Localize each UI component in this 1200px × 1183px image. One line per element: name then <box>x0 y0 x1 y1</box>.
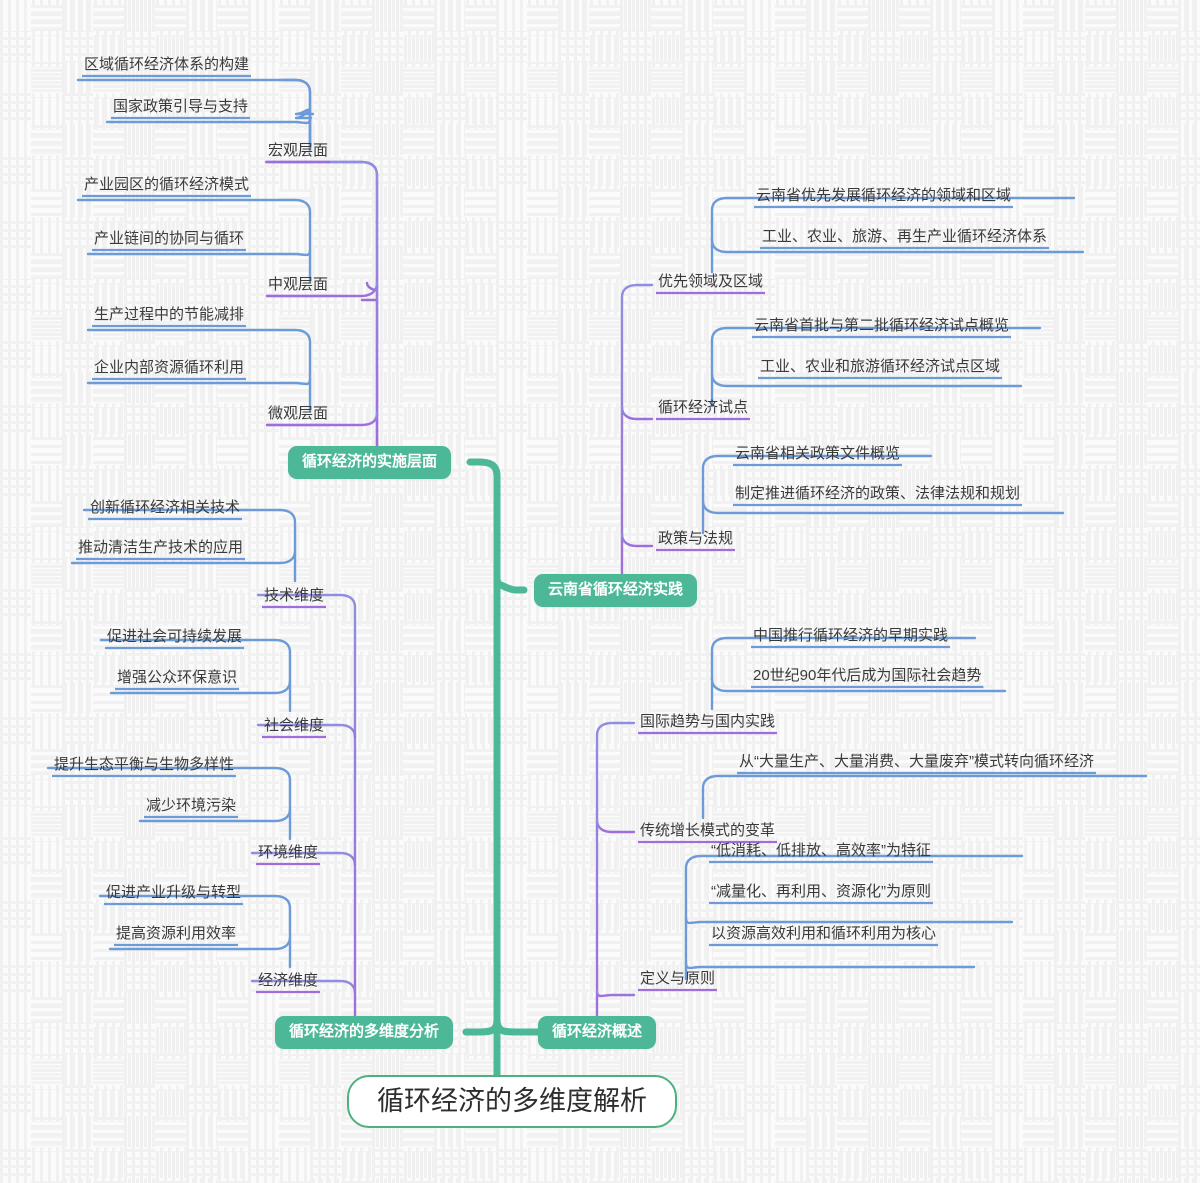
leaf-mass-production-shift[interactable]: 从“大量生产、大量消费、大量废弃”模式转向循环经济 <box>739 753 1094 770</box>
leaf-industry-agri-tourism-system[interactable]: 工业、农业、旅游、再生产业循环经济体系 <box>762 228 1048 245</box>
leaf-social-sustainable-development[interactable]: 促进社会可持续发展 <box>107 628 243 645</box>
leaf-yunnan-policy-docs[interactable]: 云南省相关政策文件概览 <box>735 445 901 462</box>
branch-node-multidimensional[interactable]: 循环经济的多维度分析 <box>275 1016 454 1049</box>
leaf-resource-efficiency[interactable]: 提高资源利用效率 <box>116 925 237 942</box>
topic-technology-dimension[interactable]: 技术维度 <box>264 587 325 604</box>
leaf-underlines <box>52 74 1096 994</box>
leaf-ecological-balance-biodiversity[interactable]: 提升生态平衡与生物多样性 <box>54 756 235 773</box>
leaf-innovate-technology[interactable]: 创新循环经济相关技术 <box>90 499 241 516</box>
leaf-clean-production-tech[interactable]: 推动清洁生产技术的应用 <box>78 539 244 556</box>
topic-environment-dimension[interactable]: 环境维度 <box>258 844 319 861</box>
topic-international-trend[interactable]: 国际趋势与国内实践 <box>640 713 776 730</box>
leaf-policy-law-planning[interactable]: 制定推进循环经济的政策、法律法规和规划 <box>735 485 1021 502</box>
leaf-first-second-pilot-overview[interactable]: 云南省首批与第二批循环经济试点概览 <box>754 317 1010 334</box>
leaf-regional-system[interactable]: 区域循环经济体系的构建 <box>84 56 250 73</box>
leaf-low-consumption-features[interactable]: “低消耗、低排放、高效率”为特征 <box>711 842 931 859</box>
topic-micro-level[interactable]: 微观层面 <box>268 405 329 422</box>
topic-pilot-projects[interactable]: 循环经济试点 <box>658 399 749 416</box>
leaf-reduce-pollution[interactable]: 减少环境污染 <box>146 797 237 814</box>
leaf-public-environmental-awareness[interactable]: 增强公众环保意识 <box>117 669 238 686</box>
leaf-resource-efficiency-core[interactable]: 以资源高效利用和循环利用为核心 <box>711 925 937 942</box>
branch-node-overview[interactable]: 循环经济概述 <box>538 1016 657 1049</box>
branch-node-yunnan-practice[interactable]: 云南省循环经济实践 <box>534 574 698 607</box>
topic-priority-fields[interactable]: 优先领域及区域 <box>658 273 764 290</box>
leaf-internal-resource-recycling[interactable]: 企业内部资源循环利用 <box>94 359 245 376</box>
branch-node-implementation[interactable]: 循环经济的实施层面 <box>288 446 452 479</box>
topic-macro-level[interactable]: 宏观层面 <box>268 142 329 159</box>
topic-social-dimension[interactable]: 社会维度 <box>264 717 325 734</box>
leaf-national-policy-support[interactable]: 国家政策引导与支持 <box>113 98 249 115</box>
leaf-energy-saving-production[interactable]: 生产过程中的节能减排 <box>94 306 245 323</box>
leaf-priority-development-fields[interactable]: 云南省优先发展循环经济的领域和区域 <box>756 187 1012 204</box>
leaf-chain-synergy[interactable]: 产业链间的协同与循环 <box>94 230 245 247</box>
leaf-1990s-international-trend[interactable]: 20世纪90年代后成为国际社会趋势 <box>753 667 982 684</box>
topic-policy-regulations[interactable]: 政策与法规 <box>658 530 734 547</box>
leaf-reduce-reuse-recycle[interactable]: “减量化、再利用、资源化”为原则 <box>711 883 931 900</box>
topic-definition-principles[interactable]: 定义与原则 <box>640 970 716 987</box>
leaf-industrial-upgrade[interactable]: 促进产业升级与转型 <box>106 884 242 901</box>
leaf-industrial-park-model[interactable]: 产业园区的循环经济模式 <box>84 176 250 193</box>
topic-growth-model-reform[interactable]: 传统增长模式的变革 <box>640 822 776 839</box>
leaf-pilot-regions[interactable]: 工业、农业和旅游循环经济试点区域 <box>760 358 1001 375</box>
root-node[interactable]: 循环经济的多维度解析 <box>347 1075 677 1129</box>
topic-economic-dimension[interactable]: 经济维度 <box>258 972 319 989</box>
leaf-china-early-practice[interactable]: 中国推行循环经济的早期实践 <box>753 627 949 644</box>
topic-meso-level[interactable]: 中观层面 <box>268 276 329 293</box>
